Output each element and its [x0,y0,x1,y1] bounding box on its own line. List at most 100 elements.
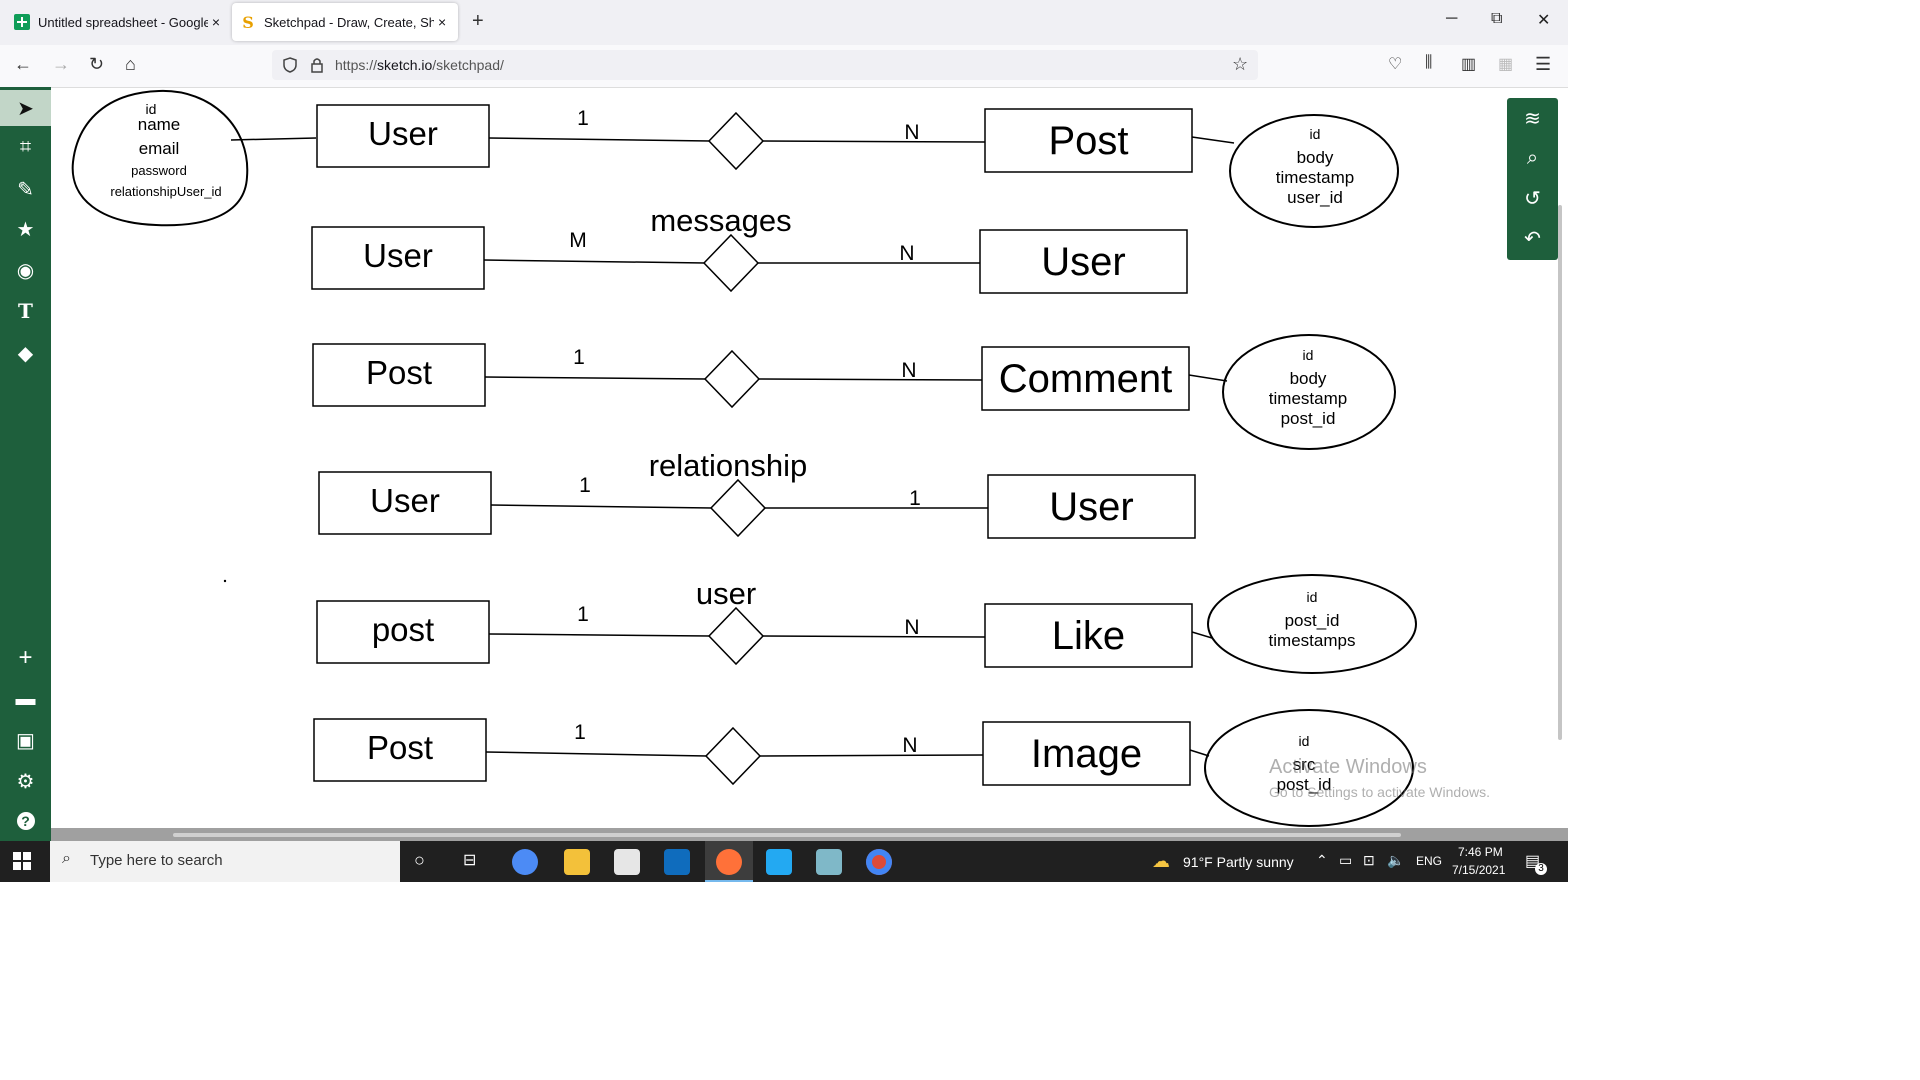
taskbar-search[interactable]: ⌕ Type here to search [50,841,400,882]
clock-date[interactable]: 7/15/2021 [1452,863,1506,877]
weather-icon[interactable]: ☁ [1152,851,1170,871]
back-arrow-icon[interactable]: ← [14,54,32,74]
text-tool[interactable]: T [0,293,51,329]
url-text: https://sketch.io/sketchpad/ [335,57,504,73]
sidebar-icon[interactable]: ▥ [1461,56,1477,73]
relationship-diamond[interactable] [709,478,767,538]
menu-icon[interactable]: ☰ [1535,54,1552,74]
address-bar[interactable]: https://sketch.io/sketchpad/ ☆ [272,50,1258,80]
attribute-text: timestamp [1276,168,1354,187]
relationship-diamond[interactable] [707,111,765,171]
firefox-icon [716,849,742,875]
entity-box[interactable] [982,721,1191,786]
forward-arrow-icon[interactable]: → [52,54,70,74]
chrome-icon[interactable] [866,849,892,875]
entity-box[interactable] [318,471,492,535]
entity-label-right: Comment [999,357,1172,401]
chrome-beta-icon[interactable] [512,849,538,875]
globe-icon: ◉ [16,259,35,282]
start-button[interactable] [13,852,32,871]
bookmark-star-icon[interactable]: ☆ [1232,54,1249,74]
vertical-scrollbar[interactable] [1558,205,1562,740]
save-tool[interactable]: ▣ [0,722,51,758]
tab-sketchpad[interactable]: S Sketchpad - Draw, Create, Share! × [232,3,458,41]
shield-icon[interactable] [282,57,298,73]
horizontal-scroll-thumb[interactable] [173,833,1401,837]
fill-tool[interactable]: ◆ [0,335,51,371]
weather-text[interactable]: 91°F Partly sunny [1183,854,1294,870]
stamp-tool[interactable]: ★ [0,211,51,247]
open-tool[interactable]: ▬ [0,681,51,717]
close-window-button[interactable]: ✕ [1537,12,1551,29]
network-icon[interactable]: ⊡ [1363,852,1375,868]
library-icon[interactable]: ⫼ [1425,54,1433,71]
pocket-icon[interactable]: ♡ [1388,56,1403,73]
file-explorer-icon[interactable] [564,849,590,875]
history-button[interactable]: ↺ [1507,178,1558,218]
folder-icon: ▬ [15,687,36,710]
language-indicator[interactable]: ENG [1416,854,1443,868]
relationship-diamond[interactable] [704,726,762,786]
connector-line [761,635,986,638]
vscode-icon[interactable] [766,849,792,875]
notepad-icon[interactable] [816,849,842,875]
firefox-taskbar-button[interactable] [705,841,753,882]
layers-button[interactable]: ≋ [1507,98,1558,138]
entity-box[interactable] [316,104,490,168]
entity-box[interactable] [313,718,487,782]
entity-box[interactable] [987,474,1196,539]
minimize-button[interactable]: ─ [1446,10,1458,27]
chevron-up-icon[interactable]: ⌃ [1316,852,1328,868]
tab-google-sheets[interactable]: Untitled spreadsheet - Google Sheets × [6,3,228,41]
close-tab-icon[interactable]: × [211,14,220,30]
pencil-tool[interactable]: ✎ [0,171,51,207]
entity-box[interactable] [312,343,486,407]
select-tool[interactable]: ➤ [0,90,51,126]
cortana-icon[interactable]: ○ [414,850,425,870]
clock-time[interactable]: 7:46 PM [1458,845,1503,859]
entity-box[interactable] [984,603,1193,668]
volume-icon[interactable]: 🔈 [1387,852,1405,868]
attribute-text: id [1310,126,1321,142]
relationship-diamond[interactable] [703,349,761,409]
clipart-tool[interactable]: ◉ [0,252,51,288]
store-icon[interactable] [614,849,640,875]
settings-tool[interactable]: ⚙ [0,763,51,799]
entity-box[interactable] [981,346,1190,411]
reload-icon[interactable]: ↻ [89,54,105,74]
undo-button[interactable]: ↶ [1507,218,1558,258]
lock-icon[interactable] [310,57,324,73]
zoom-button[interactable]: ⌕ [1507,138,1558,178]
restore-button[interactable]: ⧉ [1491,10,1503,27]
battery-icon[interactable]: ▭ [1339,852,1353,868]
entity-box[interactable] [979,229,1188,294]
help-tool[interactable]: ? [0,803,51,839]
entity-box[interactable] [984,108,1193,173]
new-tab-button[interactable]: + [472,10,484,32]
home-icon[interactable]: ⌂ [125,54,136,74]
crop-tool[interactable]: ⌗ [0,129,51,165]
relationship-diamond[interactable] [707,606,765,666]
relationship-diamond[interactable] [702,233,760,293]
relationship-label: relationship [649,448,808,483]
user-attribute-ellipse[interactable]: id name email password relationshipUser_… [71,89,317,227]
attr-id: id [146,101,157,117]
entity-box[interactable] [311,226,485,290]
close-tab-icon[interactable]: × [438,14,447,30]
entity-box[interactable] [316,600,490,664]
task-view-icon[interactable]: ⊟ [463,852,477,869]
new-canvas-tool[interactable]: + [0,640,51,676]
extension-icon[interactable]: ▦ [1498,56,1514,73]
mail-icon[interactable] [664,849,690,875]
